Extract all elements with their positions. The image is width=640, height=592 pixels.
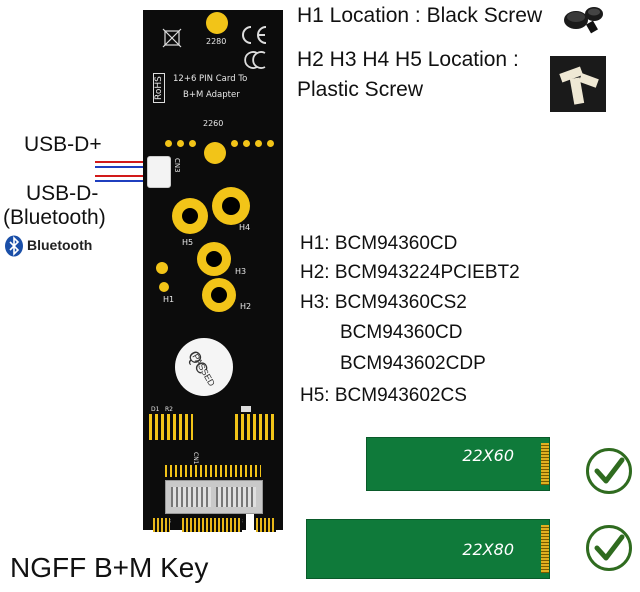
ce-mark-icon bbox=[242, 26, 267, 44]
edge-fingers-mid bbox=[182, 518, 242, 532]
model-h3-alt2: BCM943602CDP bbox=[340, 353, 486, 374]
cn1-label: CN1 bbox=[192, 452, 199, 465]
pcb-pad-dot bbox=[177, 140, 184, 147]
edge-fingers-right bbox=[256, 518, 276, 532]
edge-fingers-left bbox=[153, 518, 170, 532]
pcb-2280-label: 2280 bbox=[206, 37, 227, 46]
rohs-mark: RoHS bbox=[153, 73, 165, 103]
plastic-screw-photo bbox=[550, 56, 606, 112]
cn3-connector bbox=[147, 156, 171, 188]
black-screw-icon bbox=[564, 7, 603, 34]
ssd-22x80-label: 22X80 bbox=[462, 540, 514, 559]
ngff-key-label: NGFF B+M Key bbox=[10, 552, 209, 583]
pad-2260 bbox=[204, 142, 226, 164]
bluetooth-icon bbox=[5, 235, 23, 257]
pcb-pad-dot bbox=[231, 140, 238, 147]
h3-label: H3 bbox=[235, 267, 247, 276]
cn1-slot-left bbox=[171, 487, 211, 507]
hole-h2 bbox=[211, 287, 227, 303]
h2-location-text: H2 H3 H4 H5 Location : bbox=[297, 48, 519, 71]
adapter-pcb: 2280 12+6 PIN Card To B+M Adapter RoHS 2… bbox=[143, 10, 283, 530]
pcb-adapter-line2: B+M Adapter bbox=[183, 90, 240, 100]
pcb-pad-dot bbox=[165, 140, 172, 147]
small-pad bbox=[156, 262, 168, 274]
cn1-pin-row bbox=[165, 465, 261, 477]
hole-h5 bbox=[182, 208, 198, 224]
bluetooth-logo: Bluetooth bbox=[4, 235, 134, 257]
pcb-pad-dot bbox=[267, 140, 274, 147]
r2-label: R2 bbox=[165, 406, 173, 413]
ssd-22x60: 22X60 bbox=[366, 437, 550, 491]
usb-dplus-label: USB-D+ bbox=[24, 133, 102, 156]
ssd-22x60-label: 22X60 bbox=[462, 446, 514, 465]
smd-component bbox=[241, 406, 251, 412]
pcb-pad-dot bbox=[243, 140, 250, 147]
cn1-connector bbox=[165, 480, 263, 514]
ssd-22x80-contacts bbox=[541, 525, 549, 573]
cn3-label: CN3 bbox=[173, 158, 181, 173]
model-h3: H3: BCM94360CS2 bbox=[300, 292, 467, 313]
pcb-pad-dot bbox=[255, 140, 262, 147]
usb-dminus-label: USB-D- bbox=[26, 182, 99, 205]
pcb-adapter-line1: 12+6 PIN Card To bbox=[173, 74, 248, 84]
small-pad bbox=[159, 282, 169, 292]
d1-label: D1 bbox=[151, 406, 160, 413]
pcb-2260-label: 2260 bbox=[203, 119, 224, 128]
qc-passed-sticker: QC PASSED bbox=[175, 338, 233, 396]
usb-wires bbox=[95, 161, 150, 182]
h5-label: H5 bbox=[182, 238, 194, 247]
fcc-mark-icon bbox=[244, 51, 266, 69]
h4-label: H4 bbox=[239, 223, 251, 232]
h1-label: H1 bbox=[163, 295, 175, 304]
ssd-22x80: 22X80 bbox=[306, 519, 550, 579]
bluetooth-wordmark: Bluetooth bbox=[27, 237, 93, 253]
ssd-22x60-contacts bbox=[541, 443, 549, 485]
plastic-screw-text: Plastic Screw bbox=[297, 78, 424, 101]
weee-bin-icon bbox=[162, 28, 182, 48]
hole-h4 bbox=[222, 197, 240, 215]
hole-h3 bbox=[206, 251, 222, 267]
pcb-pad-dot bbox=[189, 140, 196, 147]
model-h1: H1: BCM94360CD bbox=[300, 233, 458, 254]
component-pads-left bbox=[149, 414, 193, 440]
top-screw-pad bbox=[206, 12, 228, 34]
check-icon bbox=[586, 448, 632, 494]
bluetooth-paren-label: (Bluetooth) bbox=[3, 206, 106, 229]
plastic-screw-icon bbox=[559, 66, 599, 105]
model-h3-alt1: BCM94360CD bbox=[340, 322, 463, 343]
h1-location-text: H1 Location : Black Screw bbox=[297, 4, 543, 27]
h2-label: H2 bbox=[240, 302, 252, 311]
check-icon bbox=[586, 525, 632, 571]
cn1-slot-right bbox=[216, 487, 256, 507]
model-h2: H2: BCM943224PCIEBT2 bbox=[300, 262, 520, 283]
model-h5: H5: BCM943602CS bbox=[300, 385, 467, 406]
component-pads-right bbox=[235, 414, 275, 440]
